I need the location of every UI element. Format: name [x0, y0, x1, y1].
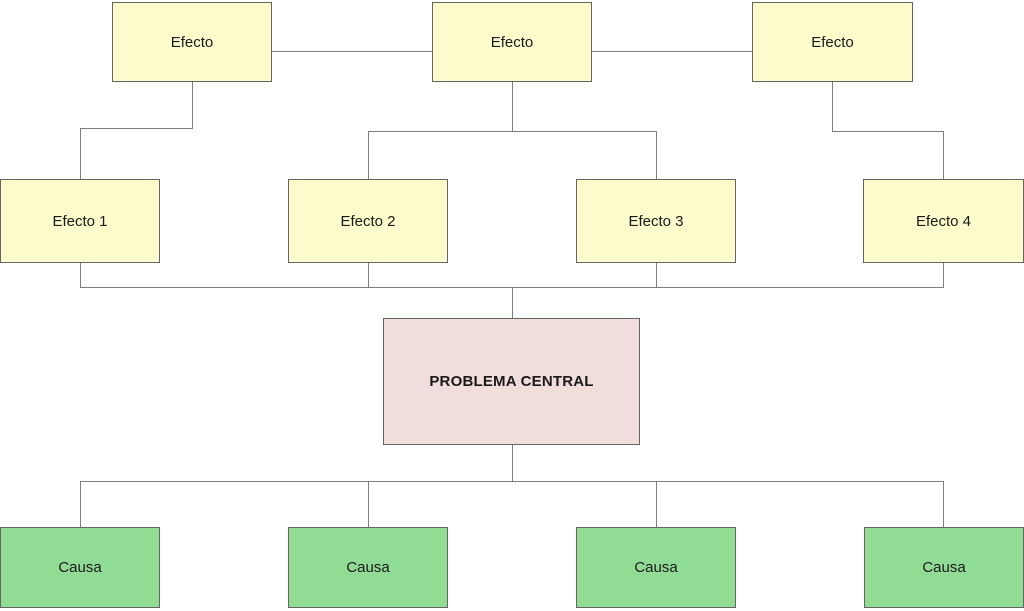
connector-causes-bus: [80, 481, 944, 482]
connector-top2-to-effect2: [368, 131, 369, 179]
connector-top3-stub: [832, 82, 833, 131]
connector-top3-to-effect4: [943, 131, 944, 179]
connector-top2-top3: [592, 51, 752, 52]
cause-box-2-label: Causa: [346, 559, 390, 576]
cause-box-3-label: Causa: [634, 559, 678, 576]
cause-box-1-label: Causa: [58, 559, 102, 576]
connector-effect2-down: [368, 263, 369, 287]
central-problem-label: PROBLEMA CENTRAL: [429, 373, 594, 390]
connector-bus-to-cause3: [656, 481, 657, 527]
connector-effect1-down: [80, 263, 81, 287]
connector-top1-elbow: [80, 128, 193, 129]
effect-box-1: Efecto 1: [0, 179, 160, 263]
connector-top1-stub: [192, 82, 193, 128]
effect-box-top-1: Efecto: [112, 2, 272, 82]
connector-top2-stub: [512, 82, 513, 131]
cause-box-3: Causa: [576, 527, 736, 608]
connector-effect4-down: [943, 263, 944, 287]
connector-bus-to-central: [512, 287, 513, 318]
effect-box-3-label: Efecto 3: [628, 212, 684, 230]
effect-box-top-3-label: Efecto: [811, 33, 854, 51]
cause-box-1: Causa: [0, 527, 160, 608]
effect-box-1-label: Efecto 1: [52, 212, 108, 230]
effect-box-4-label: Efecto 4: [915, 212, 972, 230]
connector-top1-top2: [272, 51, 432, 52]
connector-top3-elbow: [832, 131, 944, 132]
effect-box-top-1-label: Efecto: [170, 33, 214, 51]
effect-box-top-3: Efecto: [752, 2, 913, 82]
connector-bus-to-cause4: [943, 481, 944, 527]
connector-top2-bus: [368, 131, 656, 132]
connector-bus-to-cause2: [368, 481, 369, 527]
cause-box-4: Causa: [864, 527, 1024, 608]
effect-box-4: Efecto 4: [863, 179, 1024, 263]
connector-top2-to-effect3: [656, 131, 657, 179]
connector-bus-to-cause1: [80, 481, 81, 527]
cause-box-2: Causa: [288, 527, 448, 608]
effect-box-2: Efecto 2: [288, 179, 448, 263]
central-problem-box: PROBLEMA CENTRAL: [383, 318, 640, 445]
connector-top1-to-effect1: [80, 128, 81, 179]
effect-box-3: Efecto 3: [576, 179, 736, 263]
connector-central-down: [512, 445, 513, 481]
effect-box-top-2-label: Efecto: [490, 33, 534, 51]
effect-box-2-label: Efecto 2: [340, 212, 396, 230]
cause-box-4-label: Causa: [922, 559, 966, 576]
connector-effect3-down: [656, 263, 657, 287]
effect-box-top-2: Efecto: [432, 2, 592, 82]
